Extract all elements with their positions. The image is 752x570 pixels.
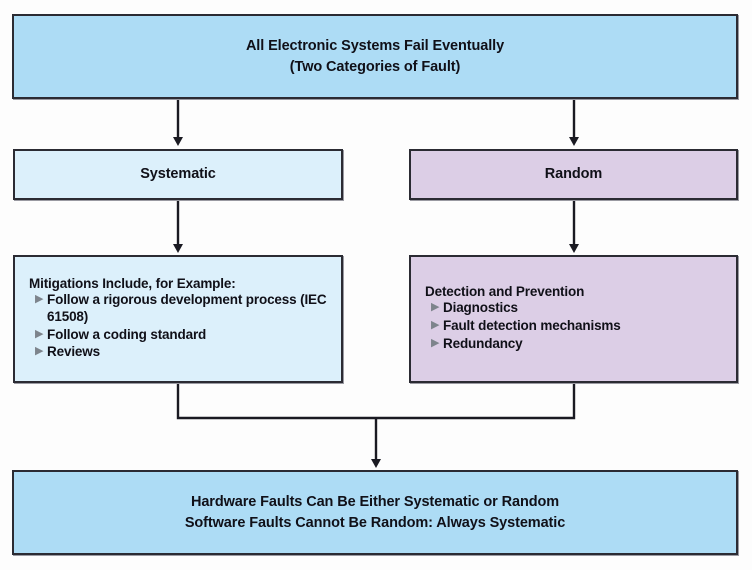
node-detection-heading: Detection and Prevention: [425, 284, 585, 300]
node-detection: Detection and Prevention ▶ Diagnostics ▶…: [409, 255, 738, 383]
node-root-title-line2: (Two Categories of Fault): [289, 58, 461, 75]
node-detection-list: ▶ Diagnostics ▶ Fault detection mechanis…: [425, 300, 724, 352]
node-root-title-line1: All Electronic Systems Fail Eventually: [245, 37, 505, 54]
triangle-bullet-icon: ▶: [35, 293, 44, 306]
triangle-bullet-icon: ▶: [35, 345, 44, 358]
triangle-bullet-icon: ▶: [35, 327, 44, 340]
list-item: ▶ Redundancy: [425, 336, 724, 353]
list-item: ▶ Reviews: [29, 344, 329, 361]
node-conclusion-line1: Hardware Faults Can Be Either Systematic…: [190, 493, 560, 510]
list-item-label: Fault detection mechanisms: [443, 318, 621, 334]
connector-merge-path: [176, 383, 576, 420]
list-item-label: Redundancy: [443, 335, 523, 351]
node-root-title: All Electronic Systems Fail Eventually (…: [14, 36, 736, 77]
node-systematic: Systematic: [13, 149, 343, 200]
list-item: ▶ Follow a coding standard: [29, 327, 329, 344]
list-item: ▶ Fault detection mechanisms: [425, 318, 724, 335]
node-mitigations-body: Mitigations Include, for Example: ▶ Foll…: [15, 276, 341, 362]
node-conclusion: Hardware Faults Can Be Either Systematic…: [12, 470, 738, 555]
node-mitigations: Mitigations Include, for Example: ▶ Foll…: [13, 255, 343, 383]
node-detection-body: Detection and Prevention ▶ Diagnostics ▶…: [411, 284, 736, 353]
node-root: All Electronic Systems Fail Eventually (…: [12, 14, 738, 99]
list-item: ▶ Diagnostics: [425, 300, 724, 317]
node-conclusion-line2: Software Faults Cannot Be Random: Always…: [184, 514, 566, 531]
node-conclusion-title: Hardware Faults Can Be Either Systematic…: [14, 492, 736, 533]
list-item: ▶ Follow a rigorous development process …: [29, 292, 329, 325]
triangle-bullet-icon: ▶: [431, 336, 440, 349]
triangle-bullet-icon: ▶: [431, 301, 440, 314]
node-mitigations-heading: Mitigations Include, for Example:: [29, 276, 236, 292]
node-systematic-label: Systematic: [140, 166, 216, 183]
list-item-label: Reviews: [47, 344, 100, 360]
list-item-label: Diagnostics: [443, 300, 518, 316]
list-item-label: Follow a coding standard: [47, 326, 207, 342]
list-item-label: Follow a rigorous development process (I…: [47, 292, 327, 324]
triangle-bullet-icon: ▶: [431, 319, 440, 332]
node-random: Random: [409, 149, 738, 200]
node-random-label: Random: [544, 166, 603, 183]
node-mitigations-list: ▶ Follow a rigorous development process …: [29, 292, 329, 361]
